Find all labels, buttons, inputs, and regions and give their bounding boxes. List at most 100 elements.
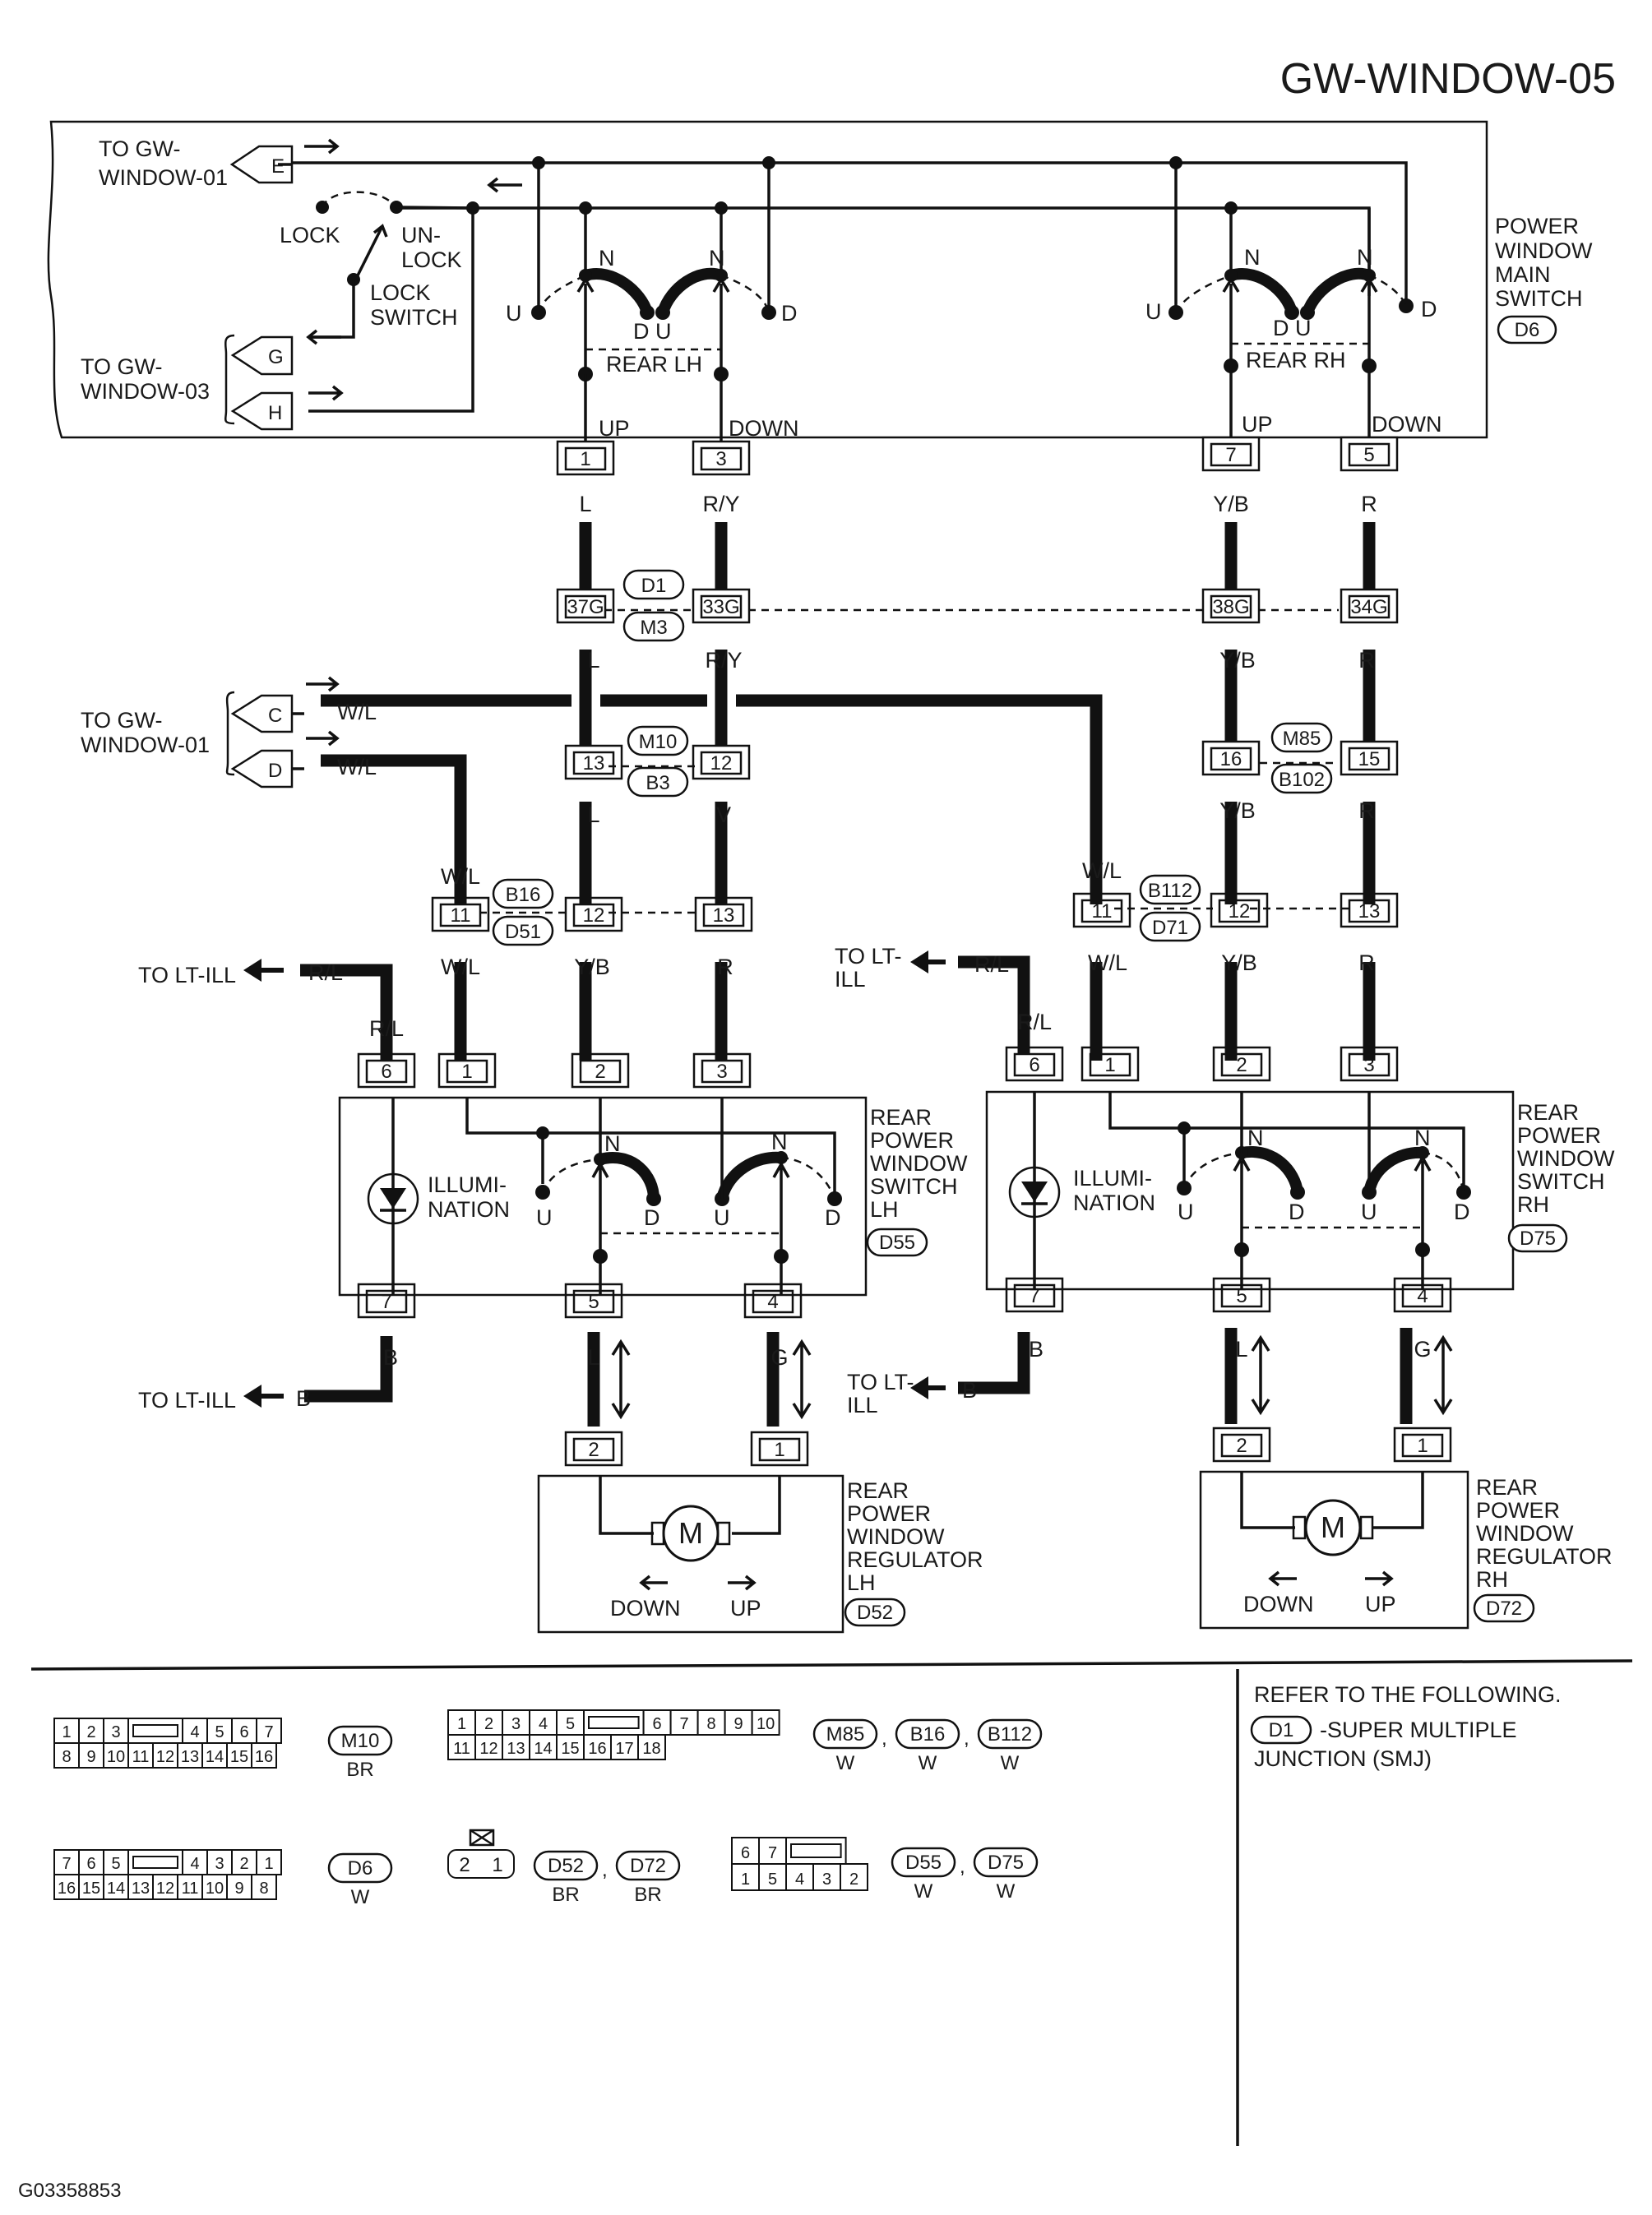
svg-text:WINDOW-03: WINDOW-03 (81, 379, 210, 404)
svg-text:1: 1 (457, 1715, 466, 1733)
terminal-h (230, 391, 294, 431)
svg-text:1: 1 (461, 1061, 472, 1083)
svg-text:BR: BR (552, 1884, 579, 1906)
svg-text:4: 4 (539, 1715, 548, 1733)
svg-text:5: 5 (215, 1723, 224, 1741)
svg-text:B: B (962, 1378, 977, 1403)
svg-text:34G: 34G (1350, 596, 1387, 618)
svg-text:LOCK: LOCK (280, 223, 340, 247)
arrow-left-icon (306, 329, 341, 345)
svg-text:UP: UP (1365, 1592, 1396, 1616)
connector-pin: 5 (1340, 436, 1399, 472)
svg-text:RH: RH (1476, 1567, 1508, 1592)
arrow-left-icon (487, 177, 522, 193)
svg-text:POWER: POWER (1495, 214, 1579, 238)
svg-text:B3: B3 (646, 772, 669, 794)
svg-text:Y/B: Y/B (1221, 950, 1257, 975)
terminal-g (230, 335, 294, 376)
svg-text:N: N (604, 1131, 621, 1156)
connector-id: B16 (492, 878, 554, 909)
svg-text:WINDOW-01: WINDOW-01 (81, 733, 210, 757)
svg-text:REAR: REAR (847, 1478, 909, 1503)
svg-text:BR: BR (346, 1759, 373, 1781)
svg-text:REAR LH: REAR LH (606, 352, 702, 377)
svg-text:12: 12 (156, 1748, 174, 1766)
rear-switch-rh: ILLUMI- NATION N N U D U D REAR POWER WI… (985, 1090, 1615, 1291)
arrow-right-icon (304, 138, 340, 155)
svg-text:MAIN: MAIN (1495, 262, 1551, 287)
connector-pin: 7 (1201, 436, 1261, 472)
svg-text:16: 16 (255, 1748, 273, 1766)
svg-text:1: 1 (1104, 1054, 1115, 1076)
svg-text:15: 15 (561, 1740, 579, 1758)
svg-text:LOCK: LOCK (370, 280, 431, 305)
connector-pin: 1 (437, 1052, 497, 1089)
svg-text:R: R (1361, 492, 1377, 516)
svg-text:N: N (1244, 245, 1261, 270)
svg-text:5: 5 (566, 1715, 575, 1733)
svg-text:12: 12 (156, 1880, 174, 1898)
svg-text:3: 3 (111, 1723, 120, 1741)
svg-text:ILLUMI-: ILLUMI- (1073, 1166, 1152, 1191)
legend-tag-d6: D6W (327, 1852, 393, 1908)
svg-text:18: 18 (642, 1740, 660, 1758)
svg-text:UP: UP (730, 1596, 761, 1621)
svg-text:UP: UP (1242, 412, 1273, 437)
svg-text:10: 10 (757, 1715, 775, 1733)
svg-text:WINDOW: WINDOW (1476, 1521, 1574, 1546)
connector-pin: 7 (357, 1283, 416, 1319)
svg-text:L: L (579, 492, 591, 516)
arrow-right-icon (306, 676, 340, 692)
updown-arrow-icons (611, 1334, 1453, 1420)
svg-text:D1: D1 (641, 575, 667, 597)
svg-text:Y/B: Y/B (574, 955, 610, 979)
svg-text:REAR: REAR (1476, 1475, 1538, 1500)
connector-pin: 12 (1210, 892, 1269, 928)
connector-id: D51 (492, 915, 554, 946)
svg-text:3: 3 (715, 448, 726, 470)
svg-text:8: 8 (259, 1880, 268, 1898)
svg-text:D: D (268, 760, 282, 782)
svg-text:4: 4 (190, 1855, 199, 1873)
svg-text:TO LT-ILL: TO LT-ILL (138, 963, 236, 987)
main-switch-rear-lh: N N U D D U REAR LH UP DOWN (506, 246, 798, 444)
svg-text:7: 7 (1029, 1285, 1039, 1307)
svg-text:D: D (1454, 1200, 1470, 1224)
svg-text:Y/B: Y/B (1219, 648, 1256, 673)
svg-text:13: 13 (507, 1740, 525, 1758)
svg-text:SWITCH: SWITCH (870, 1174, 957, 1199)
svg-text:16: 16 (588, 1740, 606, 1758)
svg-text:,: , (960, 1856, 965, 1878)
svg-text:9: 9 (734, 1715, 743, 1733)
svg-text:M3: M3 (640, 617, 667, 639)
svg-text:D U: D U (633, 319, 672, 344)
svg-text:5: 5 (768, 1870, 777, 1889)
svg-text:G: G (1414, 1337, 1431, 1362)
svg-text:2: 2 (86, 1723, 95, 1741)
svg-text:4: 4 (767, 1291, 778, 1313)
svg-text:L: L (587, 648, 599, 673)
svg-text:33G: 33G (702, 596, 739, 618)
svg-text:TO GW-: TO GW- (81, 354, 163, 379)
svg-text:11: 11 (453, 1740, 470, 1758)
connector-pin: 13 (694, 896, 753, 932)
svg-text:L: L (587, 1345, 599, 1370)
svg-text:C: C (268, 705, 282, 727)
svg-text:WINDOW: WINDOW (847, 1524, 945, 1549)
svg-text:2: 2 (849, 1870, 858, 1889)
svg-text:W/L: W/L (1088, 950, 1127, 975)
svg-text:Y/B: Y/B (1219, 798, 1256, 823)
connector-pin: 15 (1340, 740, 1399, 776)
svg-text:WINDOW-01: WINDOW-01 (99, 165, 228, 190)
regulator-lh: M DOWN UP REAR POWER WINDOW REGULATOR LH… (537, 1474, 983, 1634)
svg-text:6: 6 (86, 1855, 95, 1873)
svg-text:M10: M10 (639, 731, 678, 753)
svg-text:REAR: REAR (870, 1105, 932, 1130)
svg-text:W/L: W/L (337, 700, 377, 724)
svg-text:POWER: POWER (870, 1128, 954, 1153)
svg-text:N: N (709, 246, 725, 271)
